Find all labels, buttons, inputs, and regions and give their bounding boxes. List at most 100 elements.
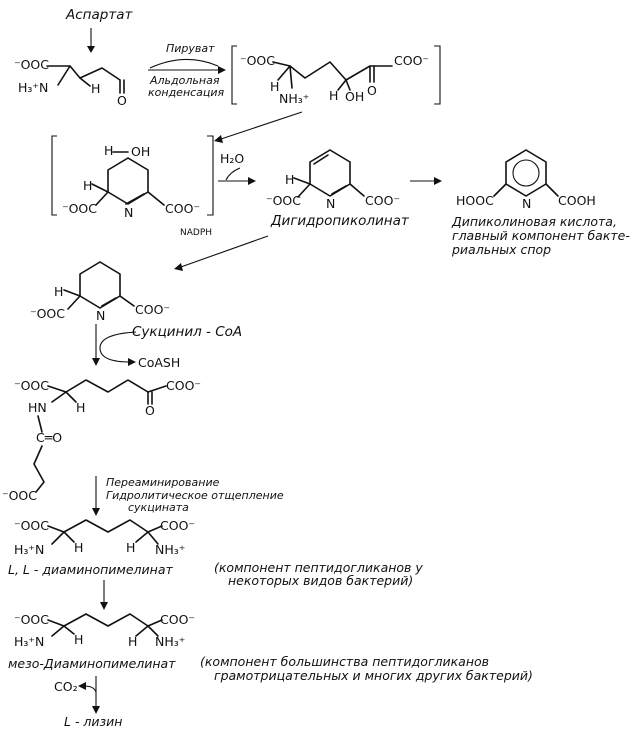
meso-note-2: грамотрицательных и многих других бактер… (214, 668, 533, 683)
succinylation-arrowhead (92, 358, 100, 366)
dipicolinic-label-3: риальных спор (451, 242, 551, 257)
atom-coo-right: COO⁻ (135, 302, 170, 317)
atom-n: N (326, 196, 335, 211)
intermediate-h-bond (277, 65, 291, 81)
h-bond (293, 177, 311, 185)
transamination-arrowhead (92, 508, 100, 516)
water-curve (225, 167, 241, 181)
ring-double-2 (331, 185, 347, 195)
coo-bond-left (67, 295, 81, 310)
atom-coo-right: COO⁻ (166, 378, 201, 393)
intermediate-oh-bond (345, 79, 351, 91)
atom-coo-left: ⁻OOC (62, 201, 97, 216)
atom-o: O (145, 403, 155, 418)
bracket-left (231, 45, 237, 105)
aldol-arrowhead (218, 66, 226, 74)
atom-h3n: H₃⁺N (14, 634, 44, 649)
arrow-to-tetrahydro-head (174, 263, 183, 271)
pyruvate-curve (149, 58, 219, 69)
ring-coo-bond-right (147, 191, 165, 206)
atom-h: H (270, 79, 279, 94)
atom-n: N (96, 308, 105, 323)
ring (79, 261, 121, 309)
atom-h: H (74, 632, 83, 647)
hydrolysis-label-2: сукцината (128, 501, 189, 514)
atom-coo-left: ⁻OOC (240, 53, 275, 68)
coo-bond-right (119, 295, 135, 307)
atom-h: H (104, 143, 113, 158)
aspartate-h-bond (79, 77, 91, 87)
aspartate-semialdehyde: Аспартат ⁻OOC H₃⁺N H O (14, 7, 133, 108)
n-bond-right (147, 531, 159, 545)
transamination-step: Переаминирование Гидролитическое отщепле… (92, 476, 284, 516)
ring-double (125, 193, 145, 205)
atom-coo-right: COO⁻ (165, 201, 200, 216)
ring-h2-bond (91, 183, 109, 193)
coash-arrowhead (128, 358, 136, 366)
cooh-bond-right (545, 183, 559, 197)
succinyl-coa-label: Сукцинил - CoA (132, 324, 242, 340)
bracket-right (207, 135, 214, 216)
atom-hooc: HOOC (456, 193, 494, 208)
aspartate-n-bond (57, 65, 71, 86)
co2-label: CO₂ (54, 679, 78, 694)
atom-coo-right: COO⁻ (365, 193, 400, 208)
ring-double-1 (313, 154, 329, 165)
ll-dap-label: L, L - диаминопимелинат (8, 562, 173, 577)
n-bond-right (147, 625, 159, 637)
succinyl-chain (33, 445, 45, 493)
h-bond-right (135, 531, 149, 543)
intermediate-h2-bond (337, 79, 347, 91)
dipicolinic-label-1: Дипиколиновая кислота, (451, 214, 617, 229)
atom-coo-left: ⁻OOC (14, 612, 49, 627)
atom-h: H (128, 634, 137, 649)
h-bond-left (63, 531, 75, 543)
succinyl-ketopimelate: ⁻OOC COO⁻ O H HN C═O ⁻OOC (2, 378, 201, 503)
ring-double (101, 297, 117, 307)
ll-note-1: (компонент пептидогликанов у (214, 560, 423, 575)
succinylation-step: Сукцинил - CoA CoASH (92, 324, 242, 370)
lysine-label: L - лизин (64, 714, 122, 729)
decarboxylation-step: CO₂ L - лизин (54, 676, 122, 729)
atom-h: H (76, 400, 85, 415)
atom-h: H (83, 178, 92, 193)
atom-coo-left: ⁻OOC (14, 378, 49, 393)
atom-coo-right: COO⁻ (160, 518, 195, 533)
atom-h: H (285, 172, 294, 187)
dehydration-arrowhead (248, 177, 256, 185)
ll-diaminopimelate: ⁻OOC COO⁻ H₃⁺N H H NH₃⁺ L, L - диаминопи… (8, 518, 423, 588)
aldol-label-1: Альдольная (149, 74, 220, 87)
backbone (47, 379, 167, 393)
aromatic-circle (512, 159, 540, 187)
aldol-step: Пируват Альдольная конденсация (148, 42, 226, 99)
arrow-to-cyclic-head (214, 135, 223, 143)
atom-n: N (522, 196, 531, 211)
atom-o: O (117, 93, 127, 108)
decarboxylation-arrowhead (92, 706, 100, 714)
hydrolysis-label-1: Гидролитическое отщепление (106, 489, 284, 502)
atom-c-eq-o: C═O (36, 430, 62, 445)
meso-note-1: (компонент большинства пептидогликанов (200, 654, 489, 669)
cyclic-intermediate: H OH N H ⁻OOC COO⁻ (51, 135, 214, 220)
atom-nh3: NH₃⁺ (155, 542, 185, 557)
bracket-left (51, 135, 57, 216)
atom-h: H (329, 88, 338, 103)
atom-coo-right: COO⁻ (394, 53, 429, 68)
atom-nh3: NH₃⁺ (279, 91, 309, 106)
water-label: H₂O (220, 151, 244, 166)
atom-o: O (367, 83, 377, 98)
atom-coo-left: ⁻OOC (2, 488, 37, 503)
aspartate-backbone (46, 65, 121, 81)
atom-coo-left: ⁻OOC (14, 57, 49, 72)
dipicolinic-label-2: главный компонент бакте- (452, 228, 630, 243)
meso-diaminopimelate: ⁻OOC COO⁻ H₃⁺N H H NH₃⁺ мезо-Диаминопиме… (8, 612, 533, 683)
n-bond-left (51, 531, 65, 545)
h-bond-right (135, 625, 149, 637)
bracket-right (434, 45, 441, 105)
amide-bond (37, 415, 43, 433)
ring-coo-bond-left (95, 191, 109, 206)
arrow-to-tetrahydro (177, 235, 269, 269)
aldol-label-2: конденсация (148, 86, 225, 99)
dipicolinic-acid: N HOOC COOH Дипиколиновая кислота, главн… (451, 149, 630, 257)
arrow-to-cyclic (217, 111, 303, 141)
